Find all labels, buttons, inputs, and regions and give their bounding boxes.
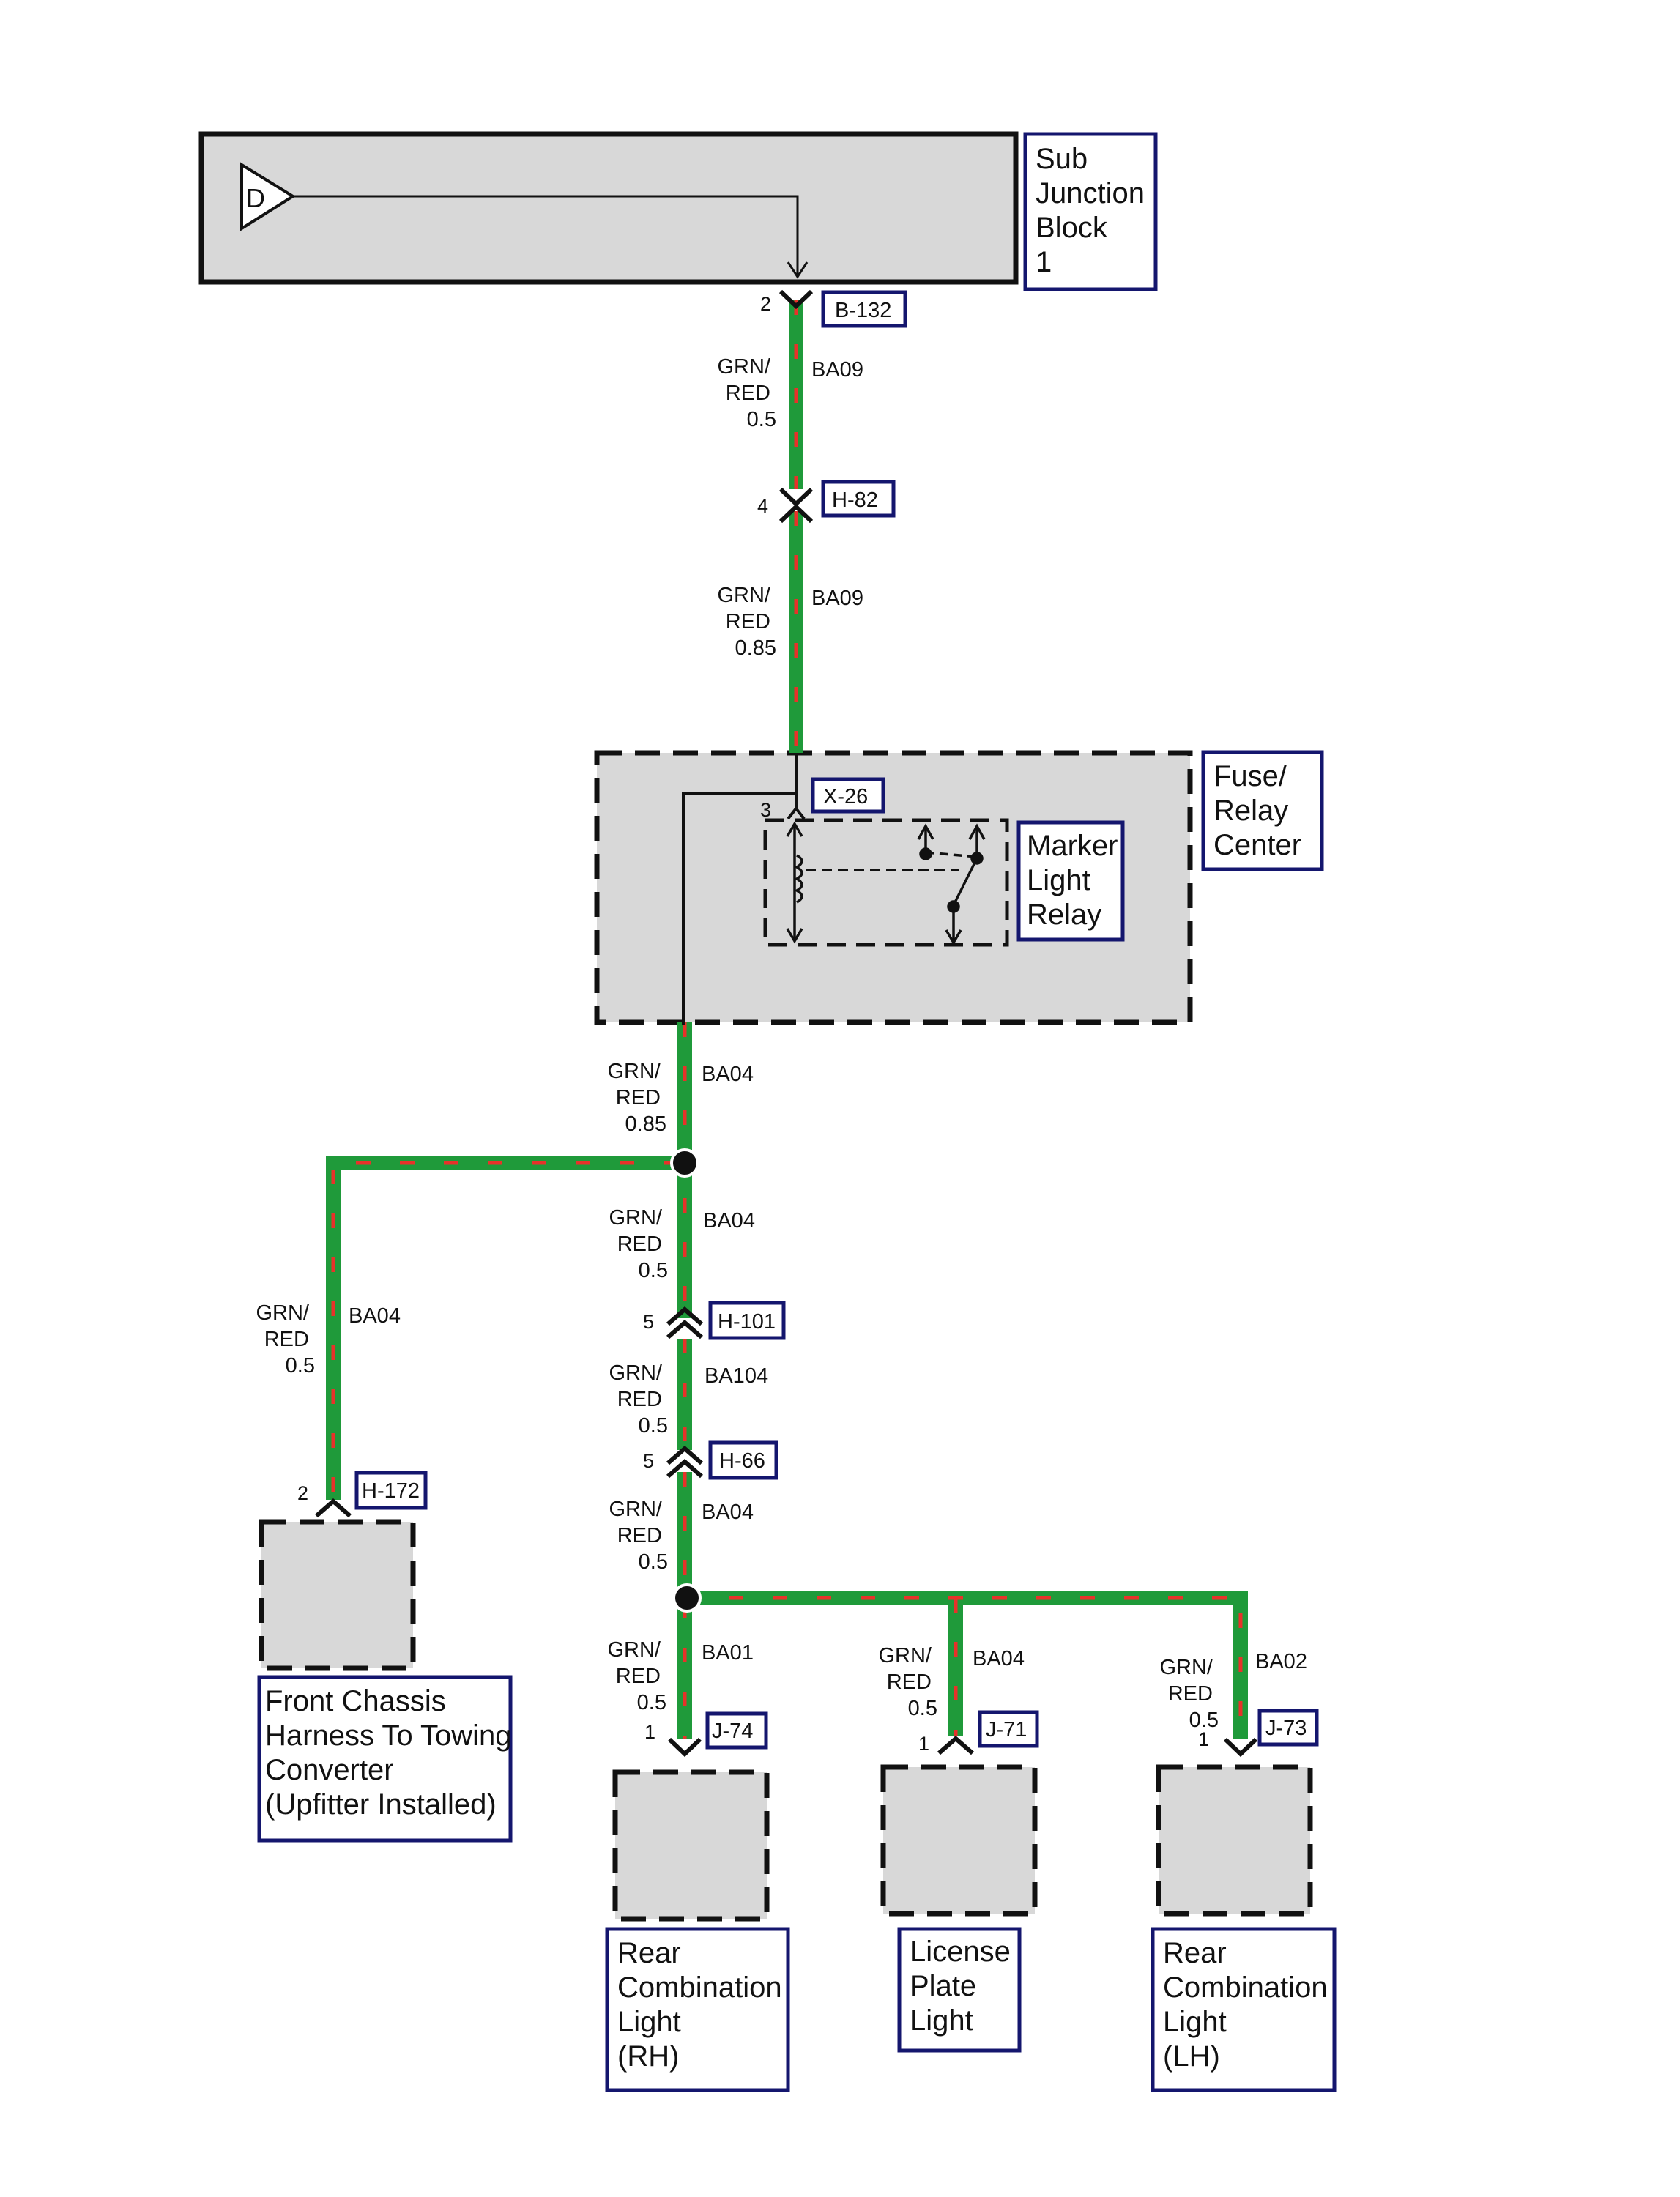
license-plate-label-box bbox=[897, 1927, 1022, 2053]
pin-number: 1 bbox=[1198, 1728, 1209, 1750]
wire-color-label: GRN/ RED 0.5 bbox=[609, 1206, 668, 1282]
marker-light-relay-label: Marker Light Relay bbox=[1027, 830, 1126, 931]
front-chassis-connector bbox=[259, 1519, 416, 1671]
pin-number: 5 bbox=[643, 1450, 654, 1472]
connector-symbol-icon bbox=[1223, 1737, 1258, 1758]
connector-box-j-71 bbox=[978, 1710, 1039, 1748]
wire-color-label: GRN/ RED 0.5 bbox=[1159, 1656, 1219, 1732]
connector-id: H-66 bbox=[719, 1449, 765, 1473]
connector-id: H-101 bbox=[718, 1310, 776, 1334]
connector-symbol-icon bbox=[667, 1737, 702, 1758]
splice-point bbox=[670, 1148, 699, 1178]
wire-color-label: GRN/ RED 0.5 bbox=[717, 355, 776, 431]
wire-color-label: GRN/ RED 0.85 bbox=[607, 1060, 666, 1136]
sub-junction-block-label-box bbox=[1023, 132, 1158, 291]
connector-id: J-71 bbox=[986, 1718, 1027, 1741]
wire-color-label: GRN/ RED 0.5 bbox=[878, 1644, 937, 1720]
wire-color-label: GRN/ RED 0.5 bbox=[256, 1301, 315, 1378]
connector-symbol-icon bbox=[787, 806, 806, 820]
fuse-relay-center-label-box bbox=[1201, 750, 1324, 871]
marker-light-relay-label-box bbox=[1016, 820, 1125, 942]
wire-circuit-label: BA09 bbox=[811, 587, 863, 610]
pin-number: 1 bbox=[644, 1721, 655, 1743]
connector-symbol-icon bbox=[937, 1736, 974, 1755]
arrow-icon bbox=[787, 261, 809, 279]
internal-wire bbox=[682, 753, 798, 1025]
connector-box-j-73 bbox=[1257, 1709, 1319, 1747]
connector-id: J-73 bbox=[1265, 1717, 1307, 1740]
wire-circuit-label: BA04 bbox=[973, 1647, 1025, 1670]
connector-symbol-icon bbox=[666, 1306, 703, 1326]
connector-box-h-82 bbox=[821, 480, 896, 518]
connector-box-h-101 bbox=[708, 1301, 786, 1340]
relay-coil-icon bbox=[786, 821, 959, 944]
rear-comb-lh-label-box bbox=[1151, 1927, 1337, 2092]
license-plate-connector bbox=[880, 1764, 1038, 1917]
source-triangle-icon bbox=[240, 162, 296, 231]
rear-comb-lh-connector bbox=[1156, 1764, 1313, 1917]
connector-id: H-82 bbox=[832, 488, 878, 512]
wire-color-label: GRN/ RED 0.85 bbox=[717, 584, 776, 660]
connector-symbol-icon bbox=[666, 1446, 703, 1465]
rear-comb-rh-label-box bbox=[605, 1927, 790, 2092]
marker-light-relay bbox=[763, 818, 1009, 947]
pin-number: 4 bbox=[757, 495, 768, 517]
front-chassis-label: Front Chassis Harness To Towing Converte… bbox=[265, 1685, 520, 1821]
wire-color-label: GRN/ RED 0.5 bbox=[607, 1638, 666, 1714]
wire-color-label: GRN/ RED 0.5 bbox=[609, 1498, 668, 1574]
connector-symbol-icon bbox=[778, 289, 814, 310]
relay-switch-icon bbox=[917, 823, 986, 945]
connector-box-j-74 bbox=[705, 1711, 768, 1750]
connector-box-h-66 bbox=[708, 1440, 778, 1480]
connector-id: B-132 bbox=[835, 299, 891, 322]
internal-wire bbox=[293, 195, 799, 277]
rear-comb-rh-connector bbox=[612, 1769, 770, 1922]
pin-number: 2 bbox=[297, 1482, 308, 1504]
connector-box-x-26 bbox=[811, 777, 885, 814]
connector-symbol-icon bbox=[778, 487, 814, 508]
connector-box-h-172 bbox=[354, 1471, 428, 1510]
license-plate-label: License Plate Light bbox=[910, 1936, 1019, 2037]
splice-point bbox=[672, 1583, 702, 1613]
front-chassis-label-box bbox=[257, 1675, 513, 1843]
pin-number: 2 bbox=[760, 293, 771, 315]
wire-color-label: GRN/ RED 0.5 bbox=[609, 1361, 668, 1438]
wire-circuit-label: BA04 bbox=[702, 1063, 754, 1086]
wire-circuit-label: BA01 bbox=[702, 1641, 754, 1665]
wire-circuit-label: BA09 bbox=[811, 358, 863, 382]
connector-id: J-74 bbox=[712, 1720, 753, 1743]
connector-symbol-icon bbox=[315, 1498, 352, 1518]
connector-symbol-icon bbox=[666, 1320, 703, 1339]
sub-junction-block bbox=[198, 131, 1019, 285]
rear-comb-rh-label: Rear Combination Light (RH) bbox=[617, 1937, 790, 2073]
pin-number: 3 bbox=[760, 799, 771, 821]
wire-circuit-label: BA104 bbox=[705, 1364, 768, 1388]
fuse-relay-center-label: Fuse/ Relay Center bbox=[1213, 760, 1301, 861]
connector-id: H-172 bbox=[362, 1479, 420, 1503]
pin-number: 5 bbox=[643, 1311, 654, 1333]
connector-symbol-icon bbox=[666, 1459, 703, 1479]
connector-id: X-26 bbox=[823, 785, 868, 808]
wire-circuit-label: BA04 bbox=[349, 1304, 401, 1328]
source-symbol: D bbox=[246, 183, 265, 213]
pin-number: 1 bbox=[918, 1733, 929, 1755]
sub-junction-block-label: Sub Junction Block 1 bbox=[1036, 143, 1153, 278]
rear-comb-lh-label: Rear Combination Light (LH) bbox=[1163, 1937, 1336, 2073]
connector-box-b-132 bbox=[821, 290, 907, 328]
wire-circuit-label: BA02 bbox=[1255, 1650, 1307, 1673]
connector-symbol-icon bbox=[778, 503, 814, 524]
wire-circuit-label: BA04 bbox=[702, 1501, 754, 1524]
wire-circuit-label: BA04 bbox=[703, 1209, 755, 1233]
